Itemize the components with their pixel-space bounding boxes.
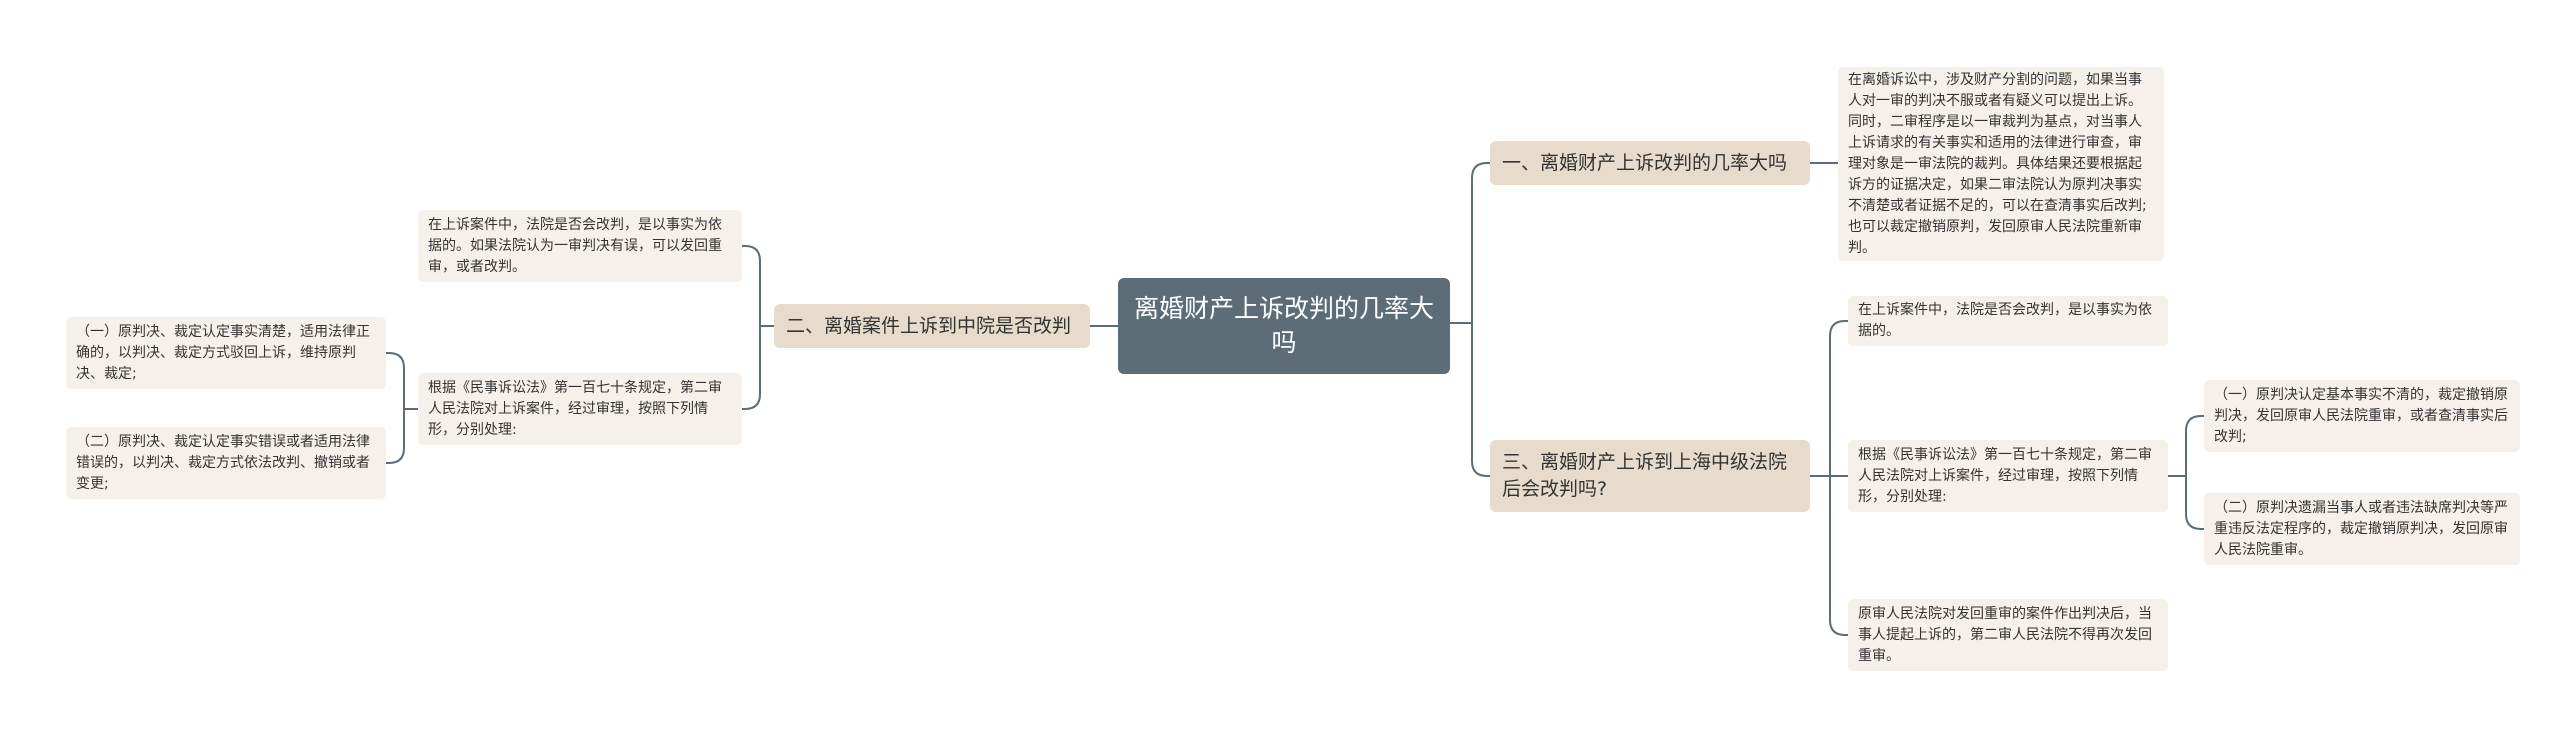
- connector-b3-basis: [1829, 320, 1848, 476]
- branch-1-detail-text: 在离婚诉讼中，涉及财产分割的问题，如果当事人对一审的判决不服或者有疑义可以提出上…: [1848, 71, 2147, 256]
- branch-3-basis-text: 在上诉案件中，法院是否会改判，是以事实为依据的。: [1858, 302, 2152, 339]
- branch-2-case-2[interactable]: （二）原判决、裁定认定事实错误或者适用法律错误的，以判决、裁定方式依法改判、撤销…: [66, 427, 386, 499]
- branch-2-topic[interactable]: 二、离婚案件上诉到中院是否改判: [774, 304, 1090, 348]
- connector-b2-basis: [742, 245, 761, 326]
- connector-b3-case2: [2185, 476, 2204, 530]
- branch-2-case-1-text: （一）原判决、裁定认定事实清楚，适用法律正确的，以判决、裁定方式驳回上诉，维持原…: [76, 323, 370, 382]
- connector-b2-law: [742, 326, 761, 410]
- branch-1-topic[interactable]: 一、离婚财产上诉改判的几率大吗: [1490, 141, 1810, 185]
- connector-b3-case1: [2185, 415, 2204, 476]
- branch-3-law-text: 根据《民事诉讼法》第一百七十条规定，第二审人民法院对上诉案件，经过审理，按照下列…: [1858, 446, 2152, 505]
- connector-to-branch1: [1471, 162, 1490, 323]
- branch-3-label: 三、离婚财产上诉到上海中级法院后会改判吗?: [1502, 451, 1788, 500]
- connector-to-branch3: [1471, 323, 1490, 477]
- connector-b2-case1: [386, 352, 405, 409]
- root-title: 离婚财产上诉改判的几率大吗: [1133, 294, 1434, 357]
- branch-1-detail[interactable]: 在离婚诉讼中，涉及财产分割的问题，如果当事人对一审的判决不服或者有疑义可以提出上…: [1838, 67, 2164, 261]
- branch-3-law[interactable]: 根据《民事诉讼法》第一百七十条规定，第二审人民法院对上诉案件，经过审理，按照下列…: [1848, 440, 2168, 512]
- branch-3-case-2-text: （二）原判决遗漏当事人或者违法缺席判决等严重违反法定程序的，裁定撤销原判决，发回…: [2214, 499, 2508, 558]
- branch-2-law[interactable]: 根据《民事诉讼法》第一百七十条规定，第二审人民法院对上诉案件，经过审理，按照下列…: [418, 373, 742, 445]
- connector-b3-retrial: [1829, 476, 1848, 636]
- branch-1-label: 一、离婚财产上诉改判的几率大吗: [1502, 151, 1788, 174]
- branch-3-case-1-text: （一）原判决认定基本事实不清的，裁定撤销原判决，发回原审人民法院重审，或者查清事…: [2214, 386, 2508, 445]
- connector-b2-case2: [386, 409, 405, 464]
- branch-3-basis[interactable]: 在上诉案件中，法院是否会改判，是以事实为依据的。: [1848, 296, 2168, 346]
- branch-3-retrial[interactable]: 原审人民法院对发回重审的案件作出判决后，当事人提起上诉的，第二审人民法院不得再次…: [1848, 599, 2168, 671]
- branch-2-law-text: 根据《民事诉讼法》第一百七十条规定，第二审人民法院对上诉案件，经过审理，按照下列…: [428, 379, 722, 438]
- branch-2-case-2-text: （二）原判决、裁定认定事实错误或者适用法律错误的，以判决、裁定方式依法改判、撤销…: [76, 433, 370, 492]
- branch-3-topic[interactable]: 三、离婚财产上诉到上海中级法院后会改判吗?: [1490, 440, 1810, 512]
- branch-2-basis-text: 在上诉案件中，法院是否会改判，是以事实为依据的。如果法院认为一审判决有误，可以发…: [428, 216, 722, 275]
- branch-2-label: 二、离婚案件上诉到中院是否改判: [786, 314, 1072, 337]
- branch-3-retrial-text: 原审人民法院对发回重审的案件作出判决后，当事人提起上诉的，第二审人民法院不得再次…: [1858, 605, 2152, 664]
- branch-2-basis[interactable]: 在上诉案件中，法院是否会改判，是以事实为依据的。如果法院认为一审判决有误，可以发…: [418, 210, 742, 282]
- branch-3-case-1[interactable]: （一）原判决认定基本事实不清的，裁定撤销原判决，发回原审人民法院重审，或者查清事…: [2204, 380, 2520, 452]
- branch-3-case-2[interactable]: （二）原判决遗漏当事人或者违法缺席判决等严重违反法定程序的，裁定撤销原判决，发回…: [2204, 493, 2520, 565]
- branch-2-case-1[interactable]: （一）原判决、裁定认定事实清楚，适用法律正确的，以判决、裁定方式驳回上诉，维持原…: [66, 317, 386, 389]
- root-topic[interactable]: 离婚财产上诉改判的几率大吗: [1118, 278, 1450, 374]
